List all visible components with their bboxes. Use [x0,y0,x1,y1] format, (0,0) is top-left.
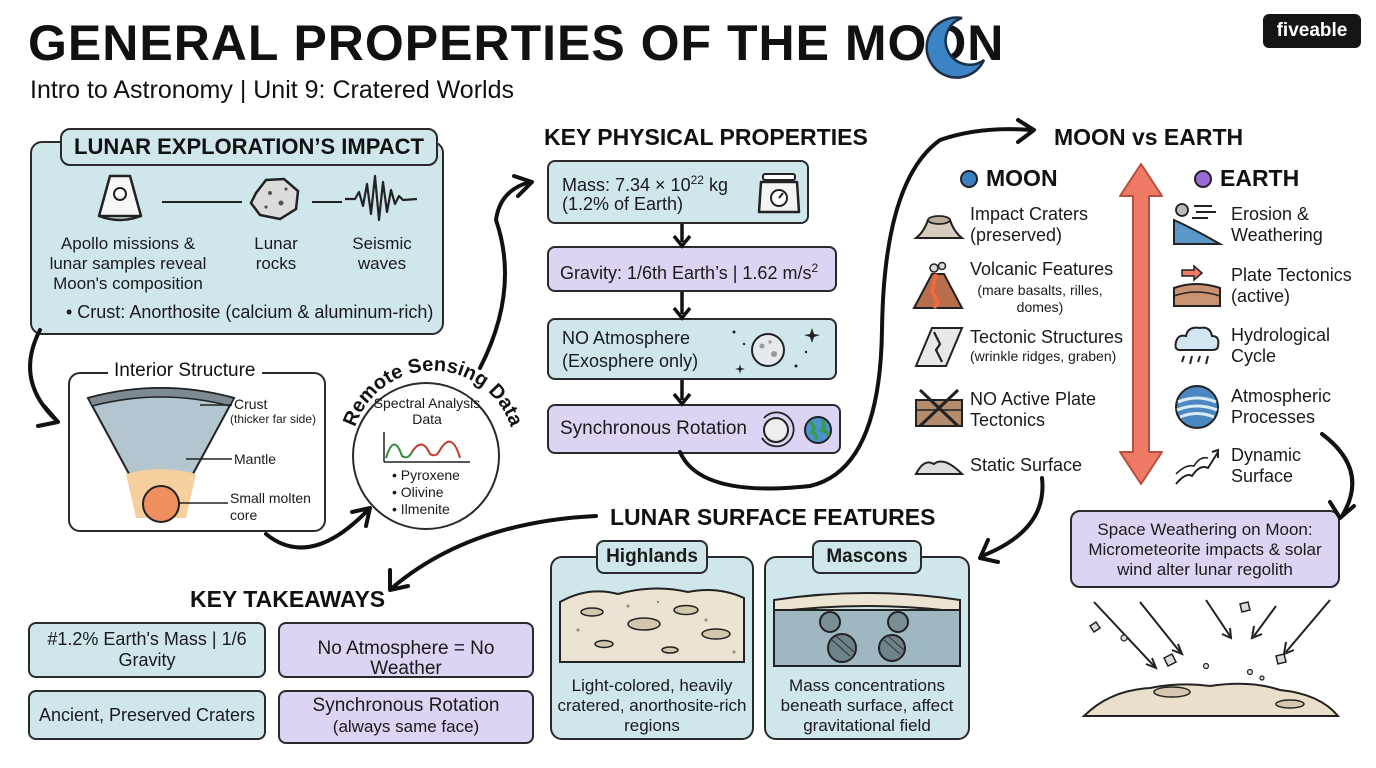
crater-icon [913,215,965,239]
moon-stars-icon [732,328,820,374]
earth-item-5-title: Dynamic Surface [1231,445,1302,486]
crust-note: (thicker far side) [230,412,317,426]
interior-heading: Interior Structure [108,360,262,382]
earth-item-2-note: (active) [1231,286,1291,306]
spectral-circle [352,382,500,530]
gravity-box [547,246,837,292]
weathering-text: Space Weathering on Moon: Micrometeorite… [1088,520,1322,579]
moon-item-4-title: NO Active Plate Tectonics [970,389,1097,430]
moon-item-1-title: Impact Craters [970,204,1089,224]
core-label: Small molten core [230,490,311,523]
seismic-waves-label: Seismic waves [352,234,412,273]
mascons-illustration [773,592,961,667]
down-arrow [672,224,692,249]
takeaway-4 [278,690,534,744]
moon-item-2-title: Volcanic Features [970,259,1114,279]
physical-heading: KEY PHYSICAL PROPERTIES [544,124,868,150]
spectral-heading: Spectral Analysis Data [373,395,481,427]
takeaway-2 [278,622,534,678]
crust-bullet: • Crust: Anorthosite (calcium & aluminum… [66,302,434,322]
seismic-wave-icon [345,174,418,222]
gravity-text: Gravity: 1/6th Earth’s | 1.62 m/s2 [560,261,819,283]
takeaway-3-text: Ancient, Preserved Craters [38,705,256,725]
volcano-icon [912,261,964,310]
hydrological-cycle-icon [1174,326,1220,365]
moon-item-5-title: Static Surface [970,455,1083,475]
atmospheric-processes-icon [1175,385,1219,429]
rotation-text: Synchronous Rotation [560,418,747,439]
earth-item-3-title: Hydrological Cycle [1231,325,1331,366]
earth-color-dot [1194,170,1212,188]
rotation-icon [761,411,832,448]
page-subtitle: Intro to Astronomy | Unit 9: Cratered Wo… [30,76,514,104]
connector-line [162,201,242,203]
dynamic-surface-icon [1175,448,1219,485]
mantle-pointer [186,458,232,460]
weathering-box [1070,510,1340,588]
core-pointer [178,502,228,504]
page-title: GENERAL PROPERTIES OF THE MOON [28,15,1005,71]
earth-item-2-title: Plate Tectonics [1231,265,1352,285]
earth-item-1-title: Erosion & Weathering [1231,204,1323,245]
earth-heading: EARTH [1194,165,1299,192]
crust-pointer [200,404,232,406]
atmosphere-box [547,318,837,380]
mineral-olivine: • Olivine [392,484,444,500]
fiveable-logo: fiveable [1263,14,1361,48]
mascons-text: Mass concentrations beneath surface, aff… [780,676,954,735]
micrometeorite-illustration [1081,599,1341,717]
takeaway-3 [28,690,266,740]
spectrum-graph [383,432,470,463]
atmosphere-line-2: (Exosphere only) [562,351,699,371]
scale-icon [757,173,801,214]
down-arrow [672,380,692,407]
takeaway-1 [28,622,266,678]
moon-item-1-note: (preserved) [970,225,1063,245]
exploration-panel [30,141,444,335]
surface-heading: LUNAR SURFACE FEATURES [610,504,936,530]
static-surface-icon [914,460,965,475]
mascons-title: Mascons [812,540,922,574]
rotation-box [547,404,841,454]
highlands-title: Highlands [596,540,708,574]
plate-tectonics-icon [1173,264,1221,307]
no-tectonics-icon [915,388,963,428]
atmosphere-line-1: NO Atmosphere [562,328,691,348]
versus-double-arrow [1119,163,1163,485]
highlands-text: Light-colored, heavily cratered, anortho… [557,676,747,735]
takeaways-heading: KEY TAKEAWAYS [190,586,386,612]
crust-label: Crust [234,396,268,412]
connector-line [312,201,342,203]
mantle-label: Mantle [234,451,277,467]
moon-heading: MOON [960,165,1058,192]
tectonic-structure-icon [914,327,964,367]
moon-item-2-note: (mare basalts, rilles, domes) [977,282,1103,315]
interior-diagram [86,387,236,523]
lunar-rock-icon [249,177,300,221]
takeaway-4-text: Synchronous Rotation [312,695,500,716]
mineral-ilmenite: • Ilmenite [392,501,450,517]
apollo-capsule-icon [97,174,143,222]
moon-item-3-note: (wrinkle ridges, graben) [970,348,1117,364]
down-arrow [672,292,692,321]
erosion-icon [1173,203,1224,245]
moon-color-dot [960,170,978,188]
takeaway-1-text: #1.2% Earth's Mass | 1/6 Gravity [47,629,247,670]
takeaway-4-note: (always same face) [332,717,480,736]
highlands-illustration [559,587,745,663]
compare-heading: MOON vs EARTH [1054,124,1244,150]
exploration-heading: LUNAR EXPLORATION’S IMPACT [60,128,438,166]
earth-item-4-title: Atmospheric Processes [1231,386,1332,427]
apollo-label: Apollo missions & lunar samples reveal M… [49,234,207,293]
lunar-rocks-label: Lunar rocks [254,234,298,273]
mass-line-1: Mass: 7.34 × 1022 kg [562,173,728,195]
moon-item-3-title: Tectonic Structures [970,327,1124,347]
takeaway-2-text: No Atmosphere = No Weather [317,638,495,679]
mineral-pyroxene: • Pyroxene [392,467,460,483]
crescent-moon-icon [925,16,986,79]
mass-line-2: (1.2% of Earth) [562,194,684,214]
